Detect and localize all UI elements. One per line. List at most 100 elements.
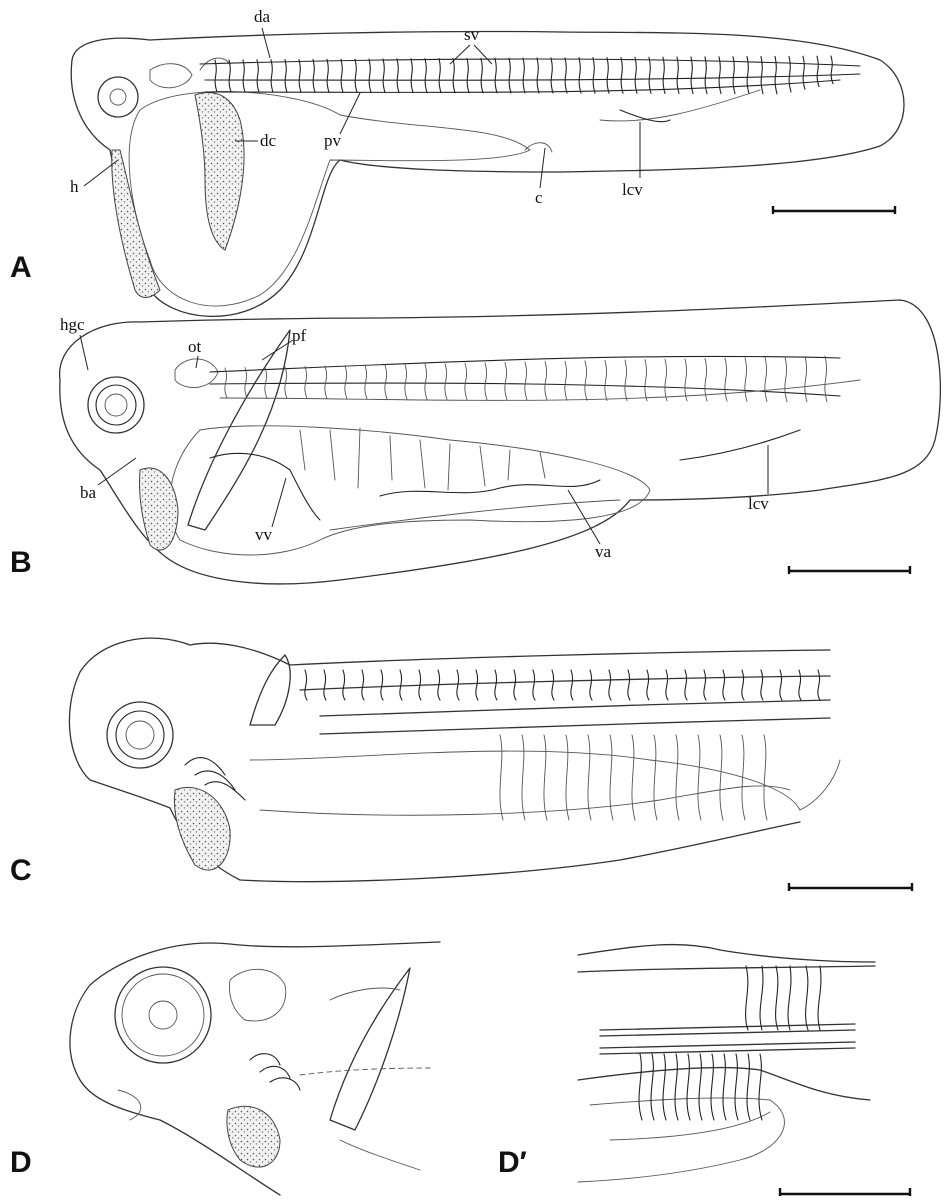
panel-d-prime-notochord-bottom	[600, 1042, 855, 1048]
panel-c-segmental-vessel	[685, 670, 687, 700]
label-b-vv: vv	[255, 525, 273, 544]
panel-c-segmental-vessel	[514, 670, 516, 700]
panel-a-tail-vessel	[600, 90, 760, 121]
panel-b-segmental-vessel	[605, 360, 607, 400]
panel-b-segmental-vessel	[525, 362, 527, 400]
panel-d-prime-dorsal-outline	[578, 945, 875, 962]
panel-c-yolk-vessel	[522, 735, 525, 820]
label-a-sv: sv	[464, 25, 480, 44]
panel-d-dashed-line	[300, 1068, 430, 1075]
panel-a-lens	[110, 89, 126, 105]
panel-c-notochord-top	[320, 700, 830, 716]
panel-a-segmental-vessel	[677, 57, 679, 93]
panel-c-yolk-vessel	[654, 735, 657, 820]
panel-b-segmental-vessel	[545, 362, 547, 400]
panel-d-prime-lower-vessel	[711, 1054, 714, 1120]
panel-b-segmental-vessel	[225, 368, 227, 398]
label-b-ot: ot	[188, 337, 202, 356]
panel-a: da sv dc pv h c lcv A	[10, 7, 904, 316]
panel-a-segmental-vessel	[537, 58, 539, 93]
panel-c-segmental-vessel	[609, 670, 611, 700]
label-a-pv: pv	[324, 131, 342, 150]
panel-d-prime-upper-vessel	[760, 966, 763, 1030]
panel-letter-b: B	[10, 546, 32, 579]
label-b-ba: ba	[80, 483, 97, 502]
panel-c-yolk-vessels	[500, 735, 767, 820]
panel-c-segmental-vessel	[457, 670, 459, 700]
panel-c-yolk-outline	[250, 751, 840, 810]
panel-c-yolk-vessel	[632, 735, 635, 820]
panel-c-segmental-vessel	[476, 670, 478, 700]
leader-b-ba	[98, 458, 136, 485]
panel-c-segmental-vessel	[647, 670, 649, 700]
panel-d-prime-lower-vessel	[735, 1054, 738, 1120]
panel-c-segmental-vessel	[818, 670, 820, 700]
panel-a-segmental-vessel	[355, 59, 357, 92]
panel-b-lcv-vessel	[680, 430, 800, 460]
panel-d-prime-yolk-outline	[578, 1098, 784, 1182]
panel-d-prime-lower-vessel	[747, 1054, 750, 1120]
panel-c-segmental-vessel	[742, 670, 744, 700]
panel-a-segmental-vessel	[425, 59, 427, 93]
panel-a-segmental-vessel	[831, 56, 833, 84]
panel-a-segmental-vessel	[621, 57, 623, 93]
panel-letter-d-prime: D′	[498, 1146, 527, 1179]
panel-b-segmental-vessel	[625, 360, 627, 401]
panel-d-heart	[227, 1106, 280, 1167]
panel-d-prime-lower-vessel	[675, 1054, 678, 1120]
panel-b: hgc ot pf ba vv va lcv B	[10, 300, 940, 584]
panel-b-segmental-vessel	[285, 367, 287, 399]
panel-c-segmental-vessel	[761, 670, 763, 700]
panel-d-otic-vesicle	[230, 969, 286, 1021]
panel-d: D	[10, 942, 440, 1195]
panel-d-prime-upper-vessel	[806, 966, 808, 1030]
panel-d-prime-notochord-top-2	[600, 1030, 855, 1036]
panel-c-segmental-vessel	[780, 670, 782, 700]
panel-b-segmental-vessel	[725, 358, 727, 401]
panel-c-lens	[126, 721, 154, 749]
panel-b-segmental-vessel	[245, 368, 247, 399]
panel-c-yolk-vessel	[588, 735, 591, 820]
panel-d-prime-upper-vessel	[818, 966, 821, 1030]
panel-a-otic	[150, 64, 192, 88]
panel-a-segmental-vessel	[369, 59, 371, 92]
panel-c-segmental-vessel	[552, 670, 554, 700]
panel-a-segmental-vessel	[383, 59, 385, 93]
panel-letter-a: A	[10, 251, 32, 284]
panel-a-segmental-vessel	[509, 58, 511, 93]
panel-c-segmental-vessel	[571, 670, 573, 700]
panel-b-segmental-vessel	[365, 365, 367, 399]
panel-a-heart	[112, 150, 160, 298]
panel-a-segmental-vessel	[215, 60, 217, 92]
panel-a-segmental-vessel	[271, 60, 273, 93]
panel-b-segmental-vessel	[445, 364, 447, 400]
panel-c-dorsal-line	[300, 676, 830, 690]
panel-c-yolk-vessel	[676, 735, 679, 820]
panel-d-prime-dorsal-line	[578, 966, 875, 972]
panel-c-segmental-vessel	[666, 670, 668, 700]
panel-b-segmental-vessel	[385, 365, 387, 399]
panel-letter-d: D	[10, 1146, 32, 1179]
label-b-hgc: hgc	[60, 315, 85, 334]
panel-a-duct-of-cuvier	[195, 93, 244, 250]
panel-d-pectoral-fin	[330, 968, 410, 1130]
panel-b-segmental-vessel	[765, 357, 767, 401]
panel-a-segmental-vessel	[341, 59, 343, 92]
panel-a-eye	[98, 77, 138, 117]
panel-b-segmental-vessel	[305, 366, 307, 398]
leader-b-vv	[272, 478, 286, 527]
panel-c-head-body-outline	[69, 638, 830, 881]
panel-b-segmental-vessel	[325, 366, 327, 399]
panel-a-segmental-vessel	[229, 60, 231, 92]
panel-a-segmental-vessel	[635, 57, 637, 93]
panel-c-segmental-vessel	[343, 670, 345, 700]
panel-c-segmental-vessel	[704, 670, 706, 700]
panel-b-eye-ring	[96, 385, 136, 425]
label-b-pf: pf	[292, 326, 307, 345]
panel-c-segmental-vessel	[533, 670, 535, 700]
panel-d-eye-ring	[122, 974, 204, 1056]
panel-c-segmental-vessel	[381, 670, 383, 700]
leader-b-pf	[262, 340, 293, 360]
panel-a-segmental-vessel	[803, 56, 805, 89]
panel-c-segmental-vessel	[324, 670, 326, 700]
